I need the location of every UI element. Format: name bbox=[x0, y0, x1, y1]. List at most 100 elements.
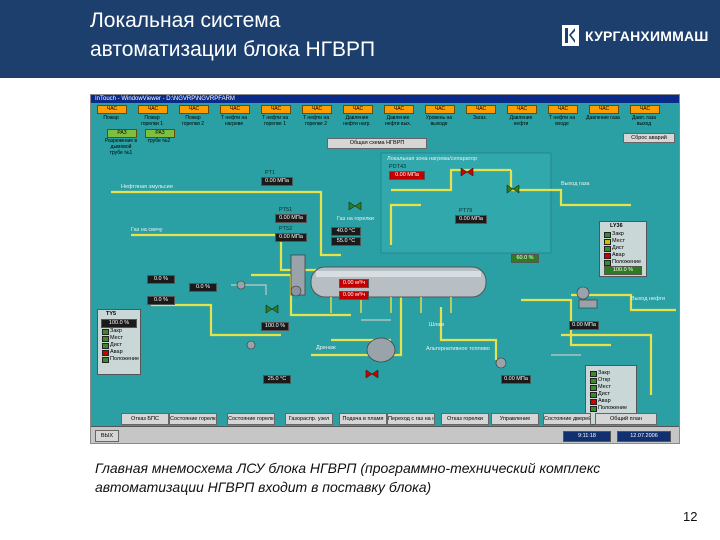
overview-button[interactable]: Общая схема НГВРП bbox=[327, 138, 427, 149]
slide-header: Локальная система автоматизации блока НГ… bbox=[0, 0, 720, 78]
bottom-nav-button[interactable]: Состояние горелки 2 bbox=[227, 413, 275, 425]
logout-button[interactable]: ВЫХ bbox=[95, 430, 119, 442]
reset-alarms-button[interactable]: Сброс аварий bbox=[623, 133, 675, 143]
cy2-value: 0.0 % bbox=[189, 283, 217, 292]
bottom-nav-button[interactable]: Отказ БПС bbox=[121, 413, 169, 425]
logo-mark-icon bbox=[562, 25, 579, 46]
alarm-tile[interactable]: ЧАС bbox=[466, 105, 496, 114]
status-label: Авар bbox=[612, 252, 625, 258]
alarm-tile[interactable]: ЧАС bbox=[507, 105, 537, 114]
alarm-tile[interactable]: ЧАС bbox=[343, 105, 373, 114]
alarm-label: Пожар горелки 2 bbox=[182, 115, 204, 127]
status-label: Закр bbox=[612, 231, 624, 237]
company-logo: КУРГАНХИММАШ bbox=[562, 25, 709, 46]
slide-title-line1: Локальная система bbox=[90, 9, 281, 32]
pt52-tag: PT52 bbox=[279, 226, 293, 232]
alarm-label: Пожар горелки 1 bbox=[141, 115, 163, 127]
alarm-tile[interactable]: ЧАС bbox=[220, 105, 250, 114]
pt79-value: 0.00 МПа bbox=[455, 215, 487, 224]
alarm-label: Уровень на выходе bbox=[425, 115, 453, 127]
gas-outlet-label: Выход газа bbox=[561, 181, 590, 187]
alarm-tile[interactable]: ЧАС bbox=[630, 105, 660, 114]
ly-panel-title: LY36 bbox=[610, 223, 623, 229]
ft1-value: 0.00 м³/ч bbox=[339, 279, 369, 288]
status-label: Мест bbox=[612, 238, 625, 244]
status-indicator-icon bbox=[590, 399, 597, 405]
pt1-value: 0.00 МПа bbox=[261, 177, 293, 186]
pt45-value: 0.00 МПа bbox=[501, 375, 531, 384]
alarm-label: Пожар bbox=[103, 115, 119, 121]
alarm-label: Т нефти на горелке 1 bbox=[261, 115, 288, 127]
tt2-value: 55.0 °С bbox=[331, 237, 361, 246]
alarm-tile[interactable]: ЧАС bbox=[179, 105, 209, 114]
status-indicator-icon bbox=[102, 350, 109, 356]
gas-vent-label: Газ на свечу bbox=[131, 227, 163, 233]
alarm-tile[interactable]: ЧАС bbox=[384, 105, 414, 114]
bottom-nav-button[interactable]: Подача в пламя bbox=[339, 413, 387, 425]
pt79-tag: PT79 bbox=[459, 208, 473, 214]
status-label: Мест bbox=[110, 335, 123, 341]
status-label: Дист bbox=[110, 342, 123, 348]
bottom-nav-button[interactable]: Состояние горелки 1 bbox=[169, 413, 217, 425]
alt-fuel-label: Альтернативное топливо bbox=[426, 346, 490, 352]
alarm-label: Т нефти на горелке 2 bbox=[302, 115, 329, 127]
alarm-tile[interactable]: ЧАС bbox=[548, 105, 578, 114]
pt51-value: 0.00 МПа bbox=[275, 214, 307, 223]
status-label: Дист bbox=[598, 391, 611, 397]
status-indicator-icon bbox=[102, 336, 109, 342]
bottom-nav-button[interactable]: Газораспр. узел bbox=[285, 413, 333, 425]
status-label: Дист bbox=[612, 245, 625, 251]
pt51-tag: PT51 bbox=[279, 207, 293, 213]
alarm-label: Давление газа bbox=[586, 115, 620, 121]
status-indicator-icon bbox=[590, 371, 597, 377]
ft2-value: 0.00 м³/ч bbox=[339, 291, 369, 300]
logo-text: КУРГАНХИММАШ bbox=[585, 27, 709, 44]
status-label: Закр bbox=[110, 328, 122, 334]
sludge-label: Шлам bbox=[429, 322, 445, 328]
bottom-nav-button[interactable]: Управление bbox=[491, 413, 539, 425]
pressure-alarm-tile[interactable]: РАЗ bbox=[107, 129, 137, 138]
scada-screen: InTouch - WindowViewer - D:\NGVRP\NGVRPF… bbox=[90, 94, 680, 444]
bottom-nav-button[interactable]: Общий план bbox=[595, 413, 657, 425]
pressure-alarm-label: Разрежение в дымовой трубе №1 bbox=[104, 138, 138, 156]
status-label: Откр bbox=[598, 377, 611, 383]
pdt43-tag: PDT43 bbox=[389, 164, 407, 170]
cy1-value: 0.0 % bbox=[147, 275, 175, 284]
fuel-gas-label: Газ на горелки bbox=[337, 216, 374, 222]
status-indicator-icon bbox=[604, 232, 611, 238]
alarm-tile[interactable]: ЧАС bbox=[97, 105, 127, 114]
tt1-value: 40.0 °С bbox=[331, 227, 361, 236]
ty2-value: 25.0 °С bbox=[263, 375, 291, 384]
lt1-value: 100.0 % bbox=[261, 322, 289, 331]
alarm-tile[interactable]: ЧАС bbox=[302, 105, 332, 114]
alarm-tile[interactable]: ЧАС bbox=[138, 105, 168, 114]
bottom-nav-button[interactable]: Отказ горелки bbox=[441, 413, 489, 425]
status-indicator-icon bbox=[590, 392, 597, 398]
status-label: Мест bbox=[598, 384, 611, 390]
status-indicator-icon bbox=[604, 246, 611, 252]
alarm-tile[interactable]: ЧАС bbox=[425, 105, 455, 114]
status-indicator-icon bbox=[590, 406, 597, 412]
alarm-tile[interactable]: ЧАС bbox=[261, 105, 291, 114]
pressure-alarm-tile[interactable]: РАЗ bbox=[145, 129, 175, 138]
status-label: Закр bbox=[598, 370, 610, 376]
ly36-value: 100.0 % bbox=[604, 266, 642, 275]
oil-inlet-label: Нефтяная эмульсия bbox=[121, 184, 173, 190]
pdt43-value: 0.00 МПа bbox=[389, 171, 425, 180]
bottom-nav-button[interactable]: Состояние дверей bbox=[543, 413, 591, 425]
pt1-tag: PT1 bbox=[265, 170, 276, 176]
alarm-label: Давление нефти bbox=[509, 115, 533, 127]
status-indicator-icon bbox=[102, 329, 109, 335]
pt44-value: 0.00 МПа bbox=[569, 321, 599, 330]
ty-panel-title: TY5 bbox=[106, 311, 117, 317]
pressure-alarm-label: трубе №2 bbox=[147, 138, 171, 144]
status-indicator-icon bbox=[590, 385, 597, 391]
slide-title: Локальная система автоматизации блока НГ… bbox=[90, 6, 375, 64]
bottom-nav-button[interactable]: Переход с газ на нефть bbox=[387, 413, 435, 425]
alarm-tile[interactable]: ЧАС bbox=[589, 105, 619, 114]
status-label: Авар bbox=[598, 398, 611, 404]
heater-zone-label: Локальная зона нагрева/сепаратор bbox=[387, 156, 478, 162]
status-indicator-icon bbox=[590, 378, 597, 384]
alarm-label: Т нефти на входе bbox=[548, 115, 575, 127]
